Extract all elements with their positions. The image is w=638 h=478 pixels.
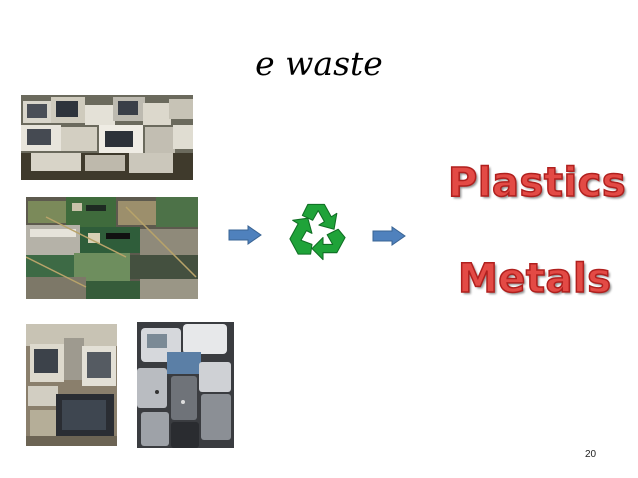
page-number: 20 xyxy=(585,449,597,460)
old-phones-photo xyxy=(137,322,234,448)
word-plastics: Plastics xyxy=(447,159,627,207)
old-monitors-photo xyxy=(26,324,117,446)
right-arrow-icon xyxy=(372,226,406,246)
slide-title: e waste xyxy=(255,44,383,83)
pile-of-computers-photo xyxy=(21,95,193,180)
right-arrow-icon xyxy=(228,225,262,245)
word-metals: Metals xyxy=(457,255,612,303)
circuit-boards-photo xyxy=(26,197,198,299)
recycle-icon xyxy=(289,203,346,261)
